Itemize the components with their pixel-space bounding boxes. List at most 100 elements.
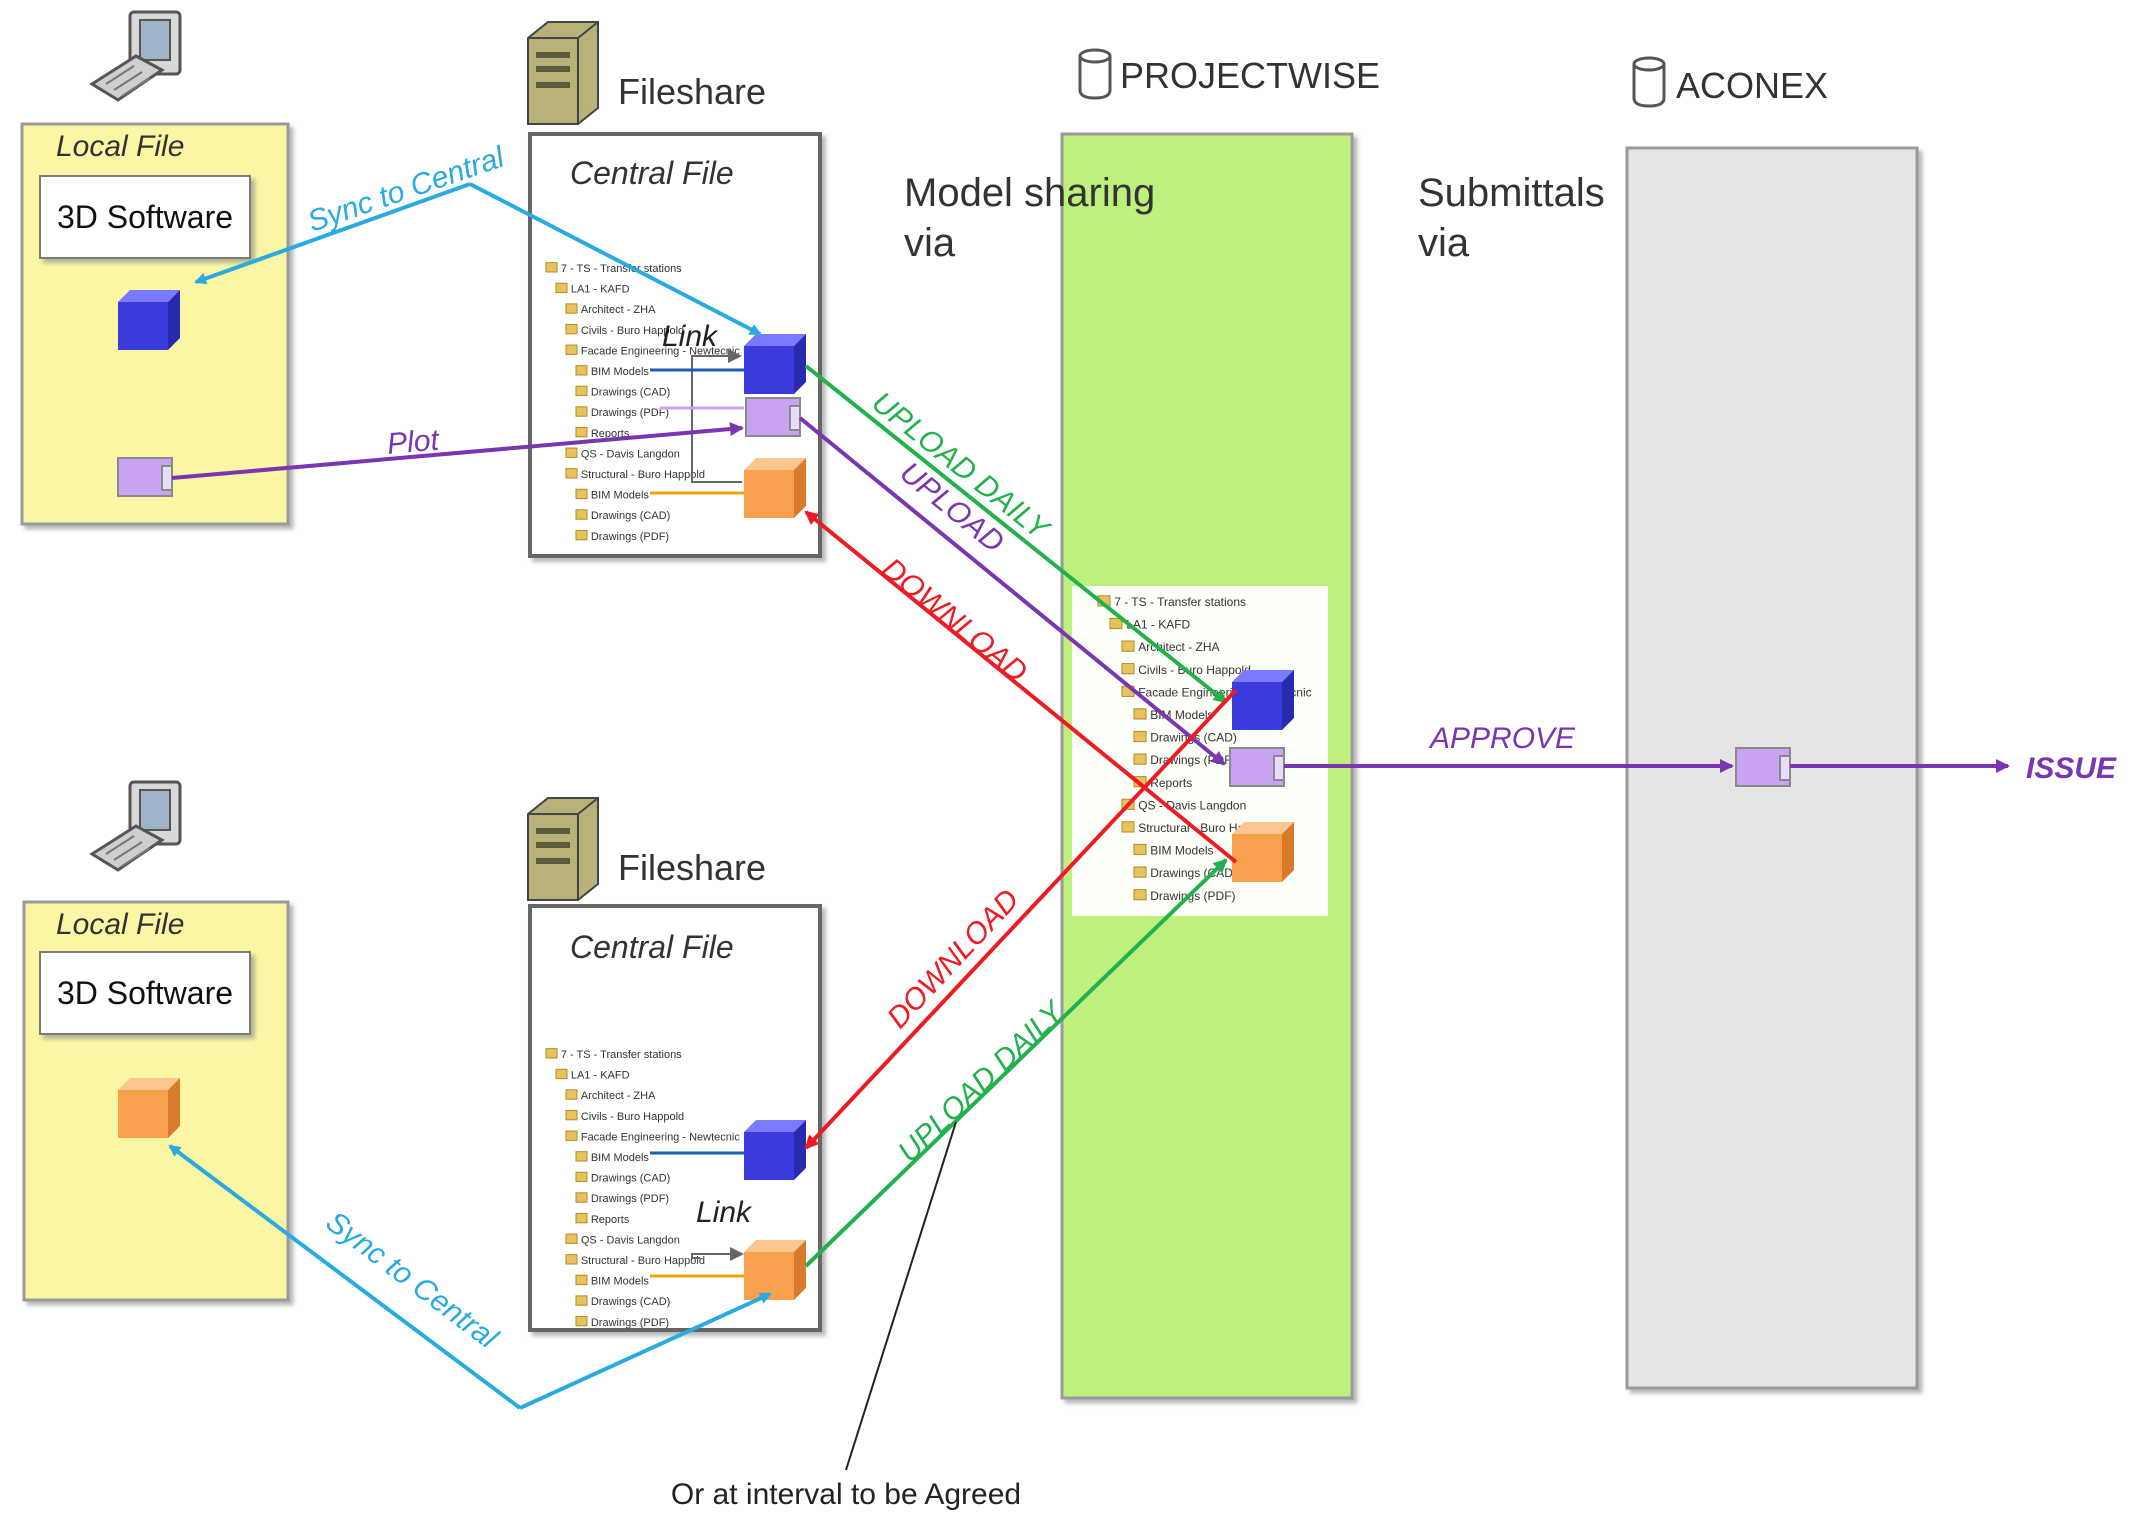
tree-item-label: Drawings (PDF) xyxy=(591,1193,669,1205)
tree-item-label: Drawings (PDF) xyxy=(1150,889,1235,903)
folder-icon xyxy=(575,1212,588,1224)
tree-item-label: Drawings (CAD) xyxy=(1150,866,1237,880)
projectwise-caption-line1: Model sharing xyxy=(904,171,1155,215)
folder-icon xyxy=(575,529,588,541)
folder-icon xyxy=(545,1048,558,1059)
database-icon xyxy=(1078,48,1112,100)
plot-label: Plot xyxy=(386,423,442,461)
tree-item-label: Drawings (PDF) xyxy=(591,1317,669,1329)
central-file-title-top: Central File xyxy=(570,155,734,191)
software-box-bottom: 3D Software xyxy=(39,951,251,1035)
tree-item-label: 7 - TS - Transfer stations xyxy=(1114,595,1246,609)
folder-icon xyxy=(555,1068,568,1080)
folder-icon xyxy=(565,1089,578,1100)
note-leader-line xyxy=(845,1121,957,1471)
link-connector-bottom xyxy=(691,1247,744,1261)
folder-icon xyxy=(575,365,588,376)
folder-icon xyxy=(575,509,588,520)
tree-item-label: 7 - TS - Transfer stations xyxy=(561,263,682,275)
tree-item-label: 7 - TS - Transfer stations xyxy=(561,1049,682,1061)
tree-item-label: Drawings (CAD) xyxy=(591,1173,670,1185)
tree-item-label: BIM Models xyxy=(591,1152,650,1164)
folder-icon xyxy=(575,1151,588,1162)
tree-item-label: LA1 - KAFD xyxy=(571,1070,630,1082)
link-label-top: Link xyxy=(662,320,719,353)
folder-icon xyxy=(1109,617,1123,630)
tree-item-label: BIM Models xyxy=(1150,844,1213,858)
download-arrow-top xyxy=(804,510,1238,864)
folder-icon xyxy=(575,1171,588,1183)
model-cube-blue xyxy=(118,290,180,350)
folder-icon xyxy=(565,468,578,479)
model-cube-blue xyxy=(744,1120,806,1180)
folder-icon xyxy=(565,323,578,335)
folder-icon xyxy=(1133,753,1147,765)
folder-icon xyxy=(565,1233,578,1244)
upload-daily-label-bottom: UPLOAD DAILY xyxy=(892,994,1071,1169)
software-label-top: 3D Software xyxy=(57,199,233,235)
model-cube-orange xyxy=(118,1078,180,1138)
software-label-bottom: 3D Software xyxy=(57,975,233,1011)
tree-item-label: Facade Engineering - Newtecnic xyxy=(581,345,740,357)
folder-icon xyxy=(565,447,578,458)
tree-item-label: Reports xyxy=(591,1214,630,1226)
tree-item-label: Civils - Buro Happold xyxy=(581,1111,684,1123)
tree-item-label: Architect - ZHA xyxy=(581,1090,656,1102)
folder-icon xyxy=(545,262,558,273)
drawing-sheet-icon xyxy=(1229,747,1285,787)
download-label-top: DOWNLOAD xyxy=(876,552,1034,689)
drawing-sheet-icon xyxy=(117,457,173,497)
aconex-caption-line1: Submittals xyxy=(1418,171,1605,215)
computer-icon xyxy=(89,10,182,102)
sync-arrow-bottom-return xyxy=(168,1144,522,1410)
folder-icon xyxy=(565,344,578,355)
plot-arrow xyxy=(171,422,744,480)
model-cube-orange xyxy=(744,1240,806,1300)
tree-item-label: BIM Models xyxy=(591,1276,650,1288)
fileshare-label-top: Fileshare xyxy=(618,71,766,112)
tree-item-label: Architect - ZHA xyxy=(1138,640,1219,654)
database-icon xyxy=(1632,56,1666,108)
model-cube-blue xyxy=(1232,670,1294,730)
aconex-caption-line2: via xyxy=(1418,221,1470,265)
projectwise-caption-line2: via xyxy=(904,221,956,265)
tree-item-label: Civils - Buro Happold xyxy=(581,325,684,337)
folder-icon xyxy=(575,1315,588,1327)
folder-icon xyxy=(565,1254,578,1265)
folder-icon xyxy=(565,303,578,314)
folder-icon xyxy=(575,1274,588,1286)
folder-icon xyxy=(575,488,588,500)
software-box-top: 3D Software xyxy=(39,175,251,259)
drawing-sheet-icon xyxy=(1735,747,1791,787)
fileshare-label-bottom: Fileshare xyxy=(618,847,766,888)
tree-item-label: BIM Models xyxy=(591,490,650,502)
folder-icon xyxy=(565,1130,578,1141)
local-file-title-bottom: Local File xyxy=(56,908,184,941)
folder-icon xyxy=(1133,730,1147,743)
tree-item-label: Civils - Buro Happold xyxy=(1138,663,1251,677)
download-arrow-bottom xyxy=(804,688,1238,1150)
sync-arrow-bottom xyxy=(519,1292,772,1410)
folder-icon xyxy=(1121,821,1135,833)
central-file-title-bottom: Central File xyxy=(570,929,734,965)
tree-item-label: Structural - Buro Happold xyxy=(581,1255,705,1267)
folder-icon xyxy=(575,406,588,417)
computer-icon xyxy=(89,780,182,872)
tree-item-label: Architect - ZHA xyxy=(581,304,656,316)
server-icon xyxy=(527,797,599,901)
sync-arrow-top xyxy=(469,182,762,336)
tree-item-label: Reports xyxy=(1150,776,1192,790)
upload-daily-arrow-top xyxy=(804,364,1228,704)
tree-item-label: QS - Davis Langdon xyxy=(581,448,680,460)
tree-item-label: Drawings (PDF) xyxy=(591,407,669,419)
upload-daily-arrow-bottom xyxy=(804,858,1228,1268)
tree-item-label: Drawings (PDF) xyxy=(591,531,669,543)
folder-icon xyxy=(575,1295,588,1306)
folder-icon xyxy=(1133,843,1147,856)
tree-item-label: Drawings (CAD) xyxy=(591,1296,670,1308)
link-label-bottom: Link xyxy=(696,1196,753,1229)
sync-arrow-top-return xyxy=(194,182,471,285)
tree-item-label: QS - Davis Langdon xyxy=(1138,798,1246,812)
